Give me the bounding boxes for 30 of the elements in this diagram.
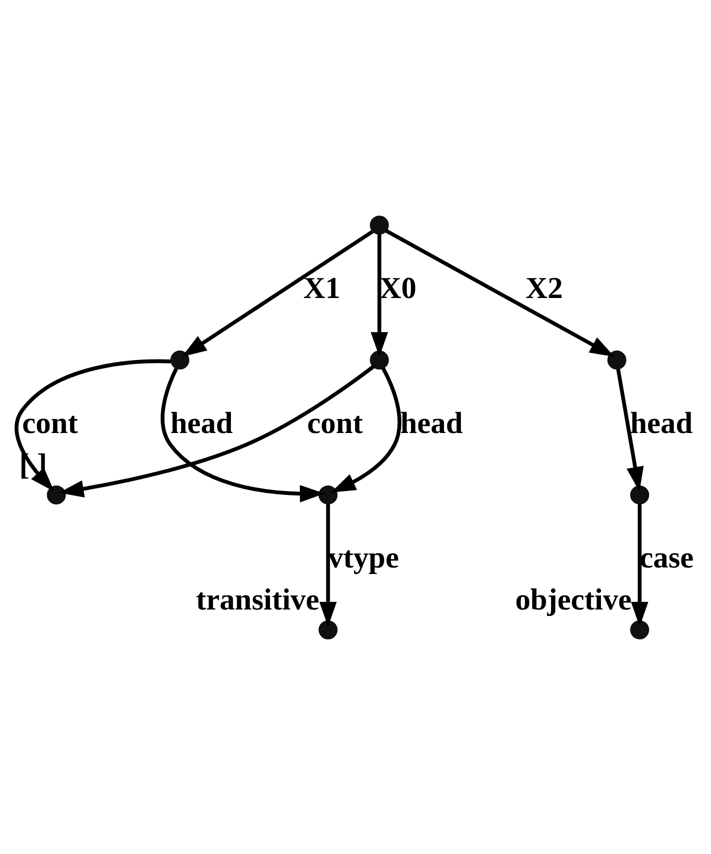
arrow xyxy=(631,503,648,626)
node-circle xyxy=(630,620,650,639)
arrow xyxy=(616,368,644,492)
edge-label: head xyxy=(400,405,463,440)
arrow xyxy=(385,228,615,356)
arrow xyxy=(58,364,375,497)
node-circle xyxy=(318,620,338,639)
node-circle xyxy=(607,350,626,370)
edge-label: X0 xyxy=(379,270,417,304)
node-circle xyxy=(318,484,338,504)
node-circle xyxy=(370,350,389,370)
arrow xyxy=(319,503,337,626)
edge-label: head xyxy=(630,405,693,440)
edge-label: case xyxy=(640,540,694,574)
edge-label: X1 xyxy=(303,270,341,304)
edge-label: cont xyxy=(22,405,78,440)
node-circle xyxy=(170,350,190,370)
node-label: transitive xyxy=(196,582,320,616)
arrow xyxy=(370,234,388,356)
node-circle xyxy=(370,215,389,234)
edge-label: head xyxy=(170,405,233,440)
node-label: objective xyxy=(515,582,632,616)
edge-label: X2 xyxy=(526,270,563,304)
edge-label: cont xyxy=(307,405,363,440)
node-circle xyxy=(630,484,650,504)
arrow xyxy=(14,358,171,492)
arrow xyxy=(160,367,325,502)
node-circle xyxy=(46,484,66,504)
arrow xyxy=(182,229,374,356)
arrow xyxy=(330,366,402,492)
